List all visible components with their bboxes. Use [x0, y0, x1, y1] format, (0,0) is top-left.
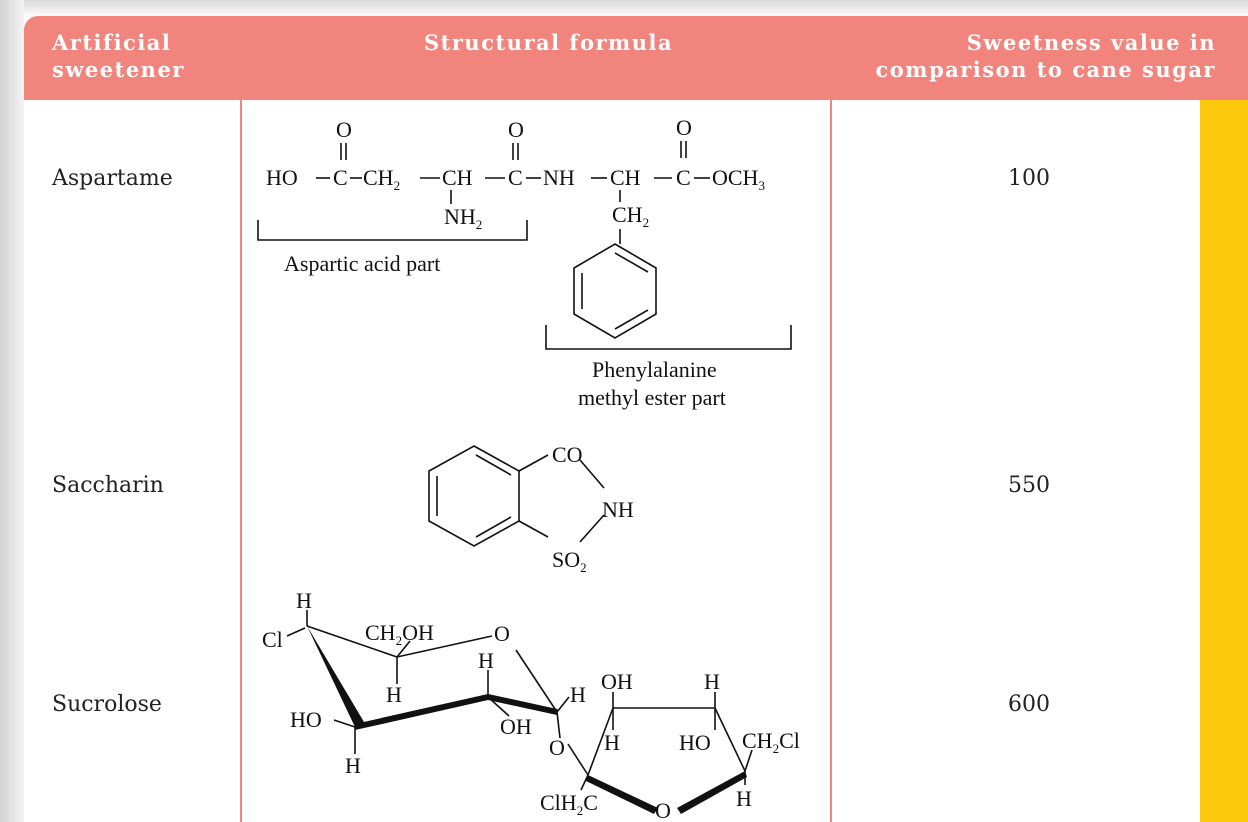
aspartame-ch2: CH2 [363, 165, 400, 193]
header-structural-formula: Structural formula [424, 29, 673, 56]
row-value-saccharin: 550 [1008, 473, 1050, 498]
sucrolose-ring-o1: O [494, 621, 510, 646]
header-col3-line1: Sweetness value in [966, 30, 1216, 55]
sucrolose-clh2c: ClH2C [540, 790, 598, 818]
aspartame-c3: C [676, 165, 691, 190]
aspartame-c2: C [508, 165, 523, 190]
page-shadow-top [0, 0, 1248, 18]
side-accent-bar [1200, 100, 1248, 822]
row-name-saccharin: Saccharin [52, 473, 164, 498]
sucrolose-cl: Cl [262, 627, 283, 652]
saccharin-nh: NH [602, 497, 634, 522]
row-value-sucrolose: 600 [1008, 692, 1050, 717]
aspartame-ch2-benzyl: CH2 [612, 202, 649, 230]
saccharin-co: CO [552, 442, 583, 467]
row-name-sucrolose: Sucrolose [52, 692, 162, 717]
header-col2: Structural formula [424, 30, 674, 55]
sucrolose-glycosidic-o: O [549, 735, 565, 760]
aspartame-ch-2: CH [610, 165, 641, 190]
sweetener-table: Artificial sweetener Structural formula … [24, 16, 1248, 822]
row-value-aspartame: 100 [1008, 166, 1050, 191]
aspartame-o2: O [508, 117, 524, 142]
sucrolose-ho-left: HO [290, 707, 322, 732]
row-name-aspartame: Aspartame [52, 166, 173, 191]
aspartame-label-aspartic: Aspartic acid part [284, 251, 440, 276]
sucrolose-h-b: H [386, 682, 402, 707]
sucrolose-h-d: H [704, 669, 720, 694]
aspartame-ch-1: CH [442, 165, 473, 190]
header-col1-line1: Artificial [52, 30, 172, 55]
aspartame-label-phenyl-2: methyl ester part [578, 385, 726, 410]
sucrolose-oh-top2: OH [601, 669, 633, 694]
sucrolose-ch2cl: CH2Cl [742, 728, 800, 756]
header-artificial-sweetener: Artificial sweetener [52, 29, 185, 83]
sucrolose-ring-o2: O [655, 798, 671, 822]
table-header: Artificial sweetener Structural formula … [24, 16, 1248, 100]
saccharin-so2: SO2 [552, 547, 587, 575]
aspartame-nh2: NH2 [444, 204, 482, 232]
sucrolose-h-c: H [570, 682, 586, 707]
sucrolose-h-e: H [604, 730, 620, 755]
sucrolose-h-top: H [296, 588, 312, 613]
sucrolose-ch2oh: CH2OH [365, 620, 434, 648]
sucrolose-ho-right: HO [679, 730, 711, 755]
sucrolose-formula: H Cl CH2OH O H H H HO OH H O OH H H HO C… [262, 588, 800, 822]
aspartame-nh: NH [543, 165, 575, 190]
header-col1-line2: sweetener [52, 57, 185, 82]
page-shadow-left [0, 0, 24, 822]
sucrolose-h-f: H [736, 786, 752, 811]
sucrolose-h-bottom: H [345, 753, 361, 778]
aspartame-ho: HO [266, 165, 298, 190]
column-divider-1 [240, 100, 242, 822]
sucrolose-h-a: H [478, 648, 494, 673]
sucrolose-oh-mid: OH [500, 714, 532, 739]
aspartame-och3: OCH3 [712, 165, 765, 193]
header-sweetness-value: Sweetness value in comparison to cane su… [875, 29, 1216, 83]
header-col3-line2: comparison to cane sugar [875, 57, 1216, 82]
aspartame-formula: O O O HO C CH2 CH C NH CH C OCH3 NH2 CH2… [257, 115, 792, 410]
aspartame-c1: C [333, 165, 348, 190]
aspartame-o1: O [336, 117, 352, 142]
saccharin-formula: CO NH SO2 [428, 442, 634, 575]
column-divider-2 [830, 100, 832, 822]
aspartame-label-phenyl-1: Phenylalanine [592, 357, 717, 382]
aspartame-o3: O [676, 115, 692, 140]
